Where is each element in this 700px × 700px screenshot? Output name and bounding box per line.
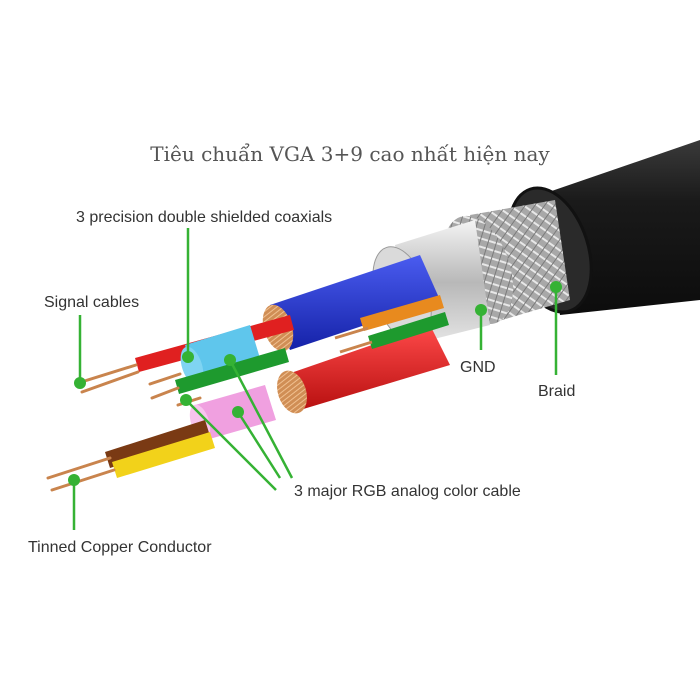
blue-coax bbox=[270, 255, 440, 350]
label-tinned-copper: Tinned Copper Conductor bbox=[28, 539, 212, 556]
red-coax bbox=[285, 325, 450, 410]
brown-wire bbox=[105, 420, 210, 468]
green-wire-lower bbox=[175, 348, 289, 394]
leader-lines bbox=[68, 228, 562, 530]
label-coaxials: 3 precision double shielded coaxials bbox=[76, 209, 332, 226]
label-gnd: GND bbox=[460, 359, 496, 376]
label-rgb: 3 major RGB analog color cable bbox=[294, 483, 521, 500]
label-braid: Braid bbox=[538, 383, 575, 400]
label-signal-cables: Signal cables bbox=[44, 294, 139, 311]
green-wire-upper bbox=[368, 312, 449, 349]
yellow-wire bbox=[112, 432, 215, 478]
cable-illustration bbox=[46, 140, 700, 492]
diagram-title: Tiêu chuẩn VGA 3+9 cao nhất hiện nay bbox=[150, 142, 550, 166]
orange-wire bbox=[360, 295, 444, 331]
